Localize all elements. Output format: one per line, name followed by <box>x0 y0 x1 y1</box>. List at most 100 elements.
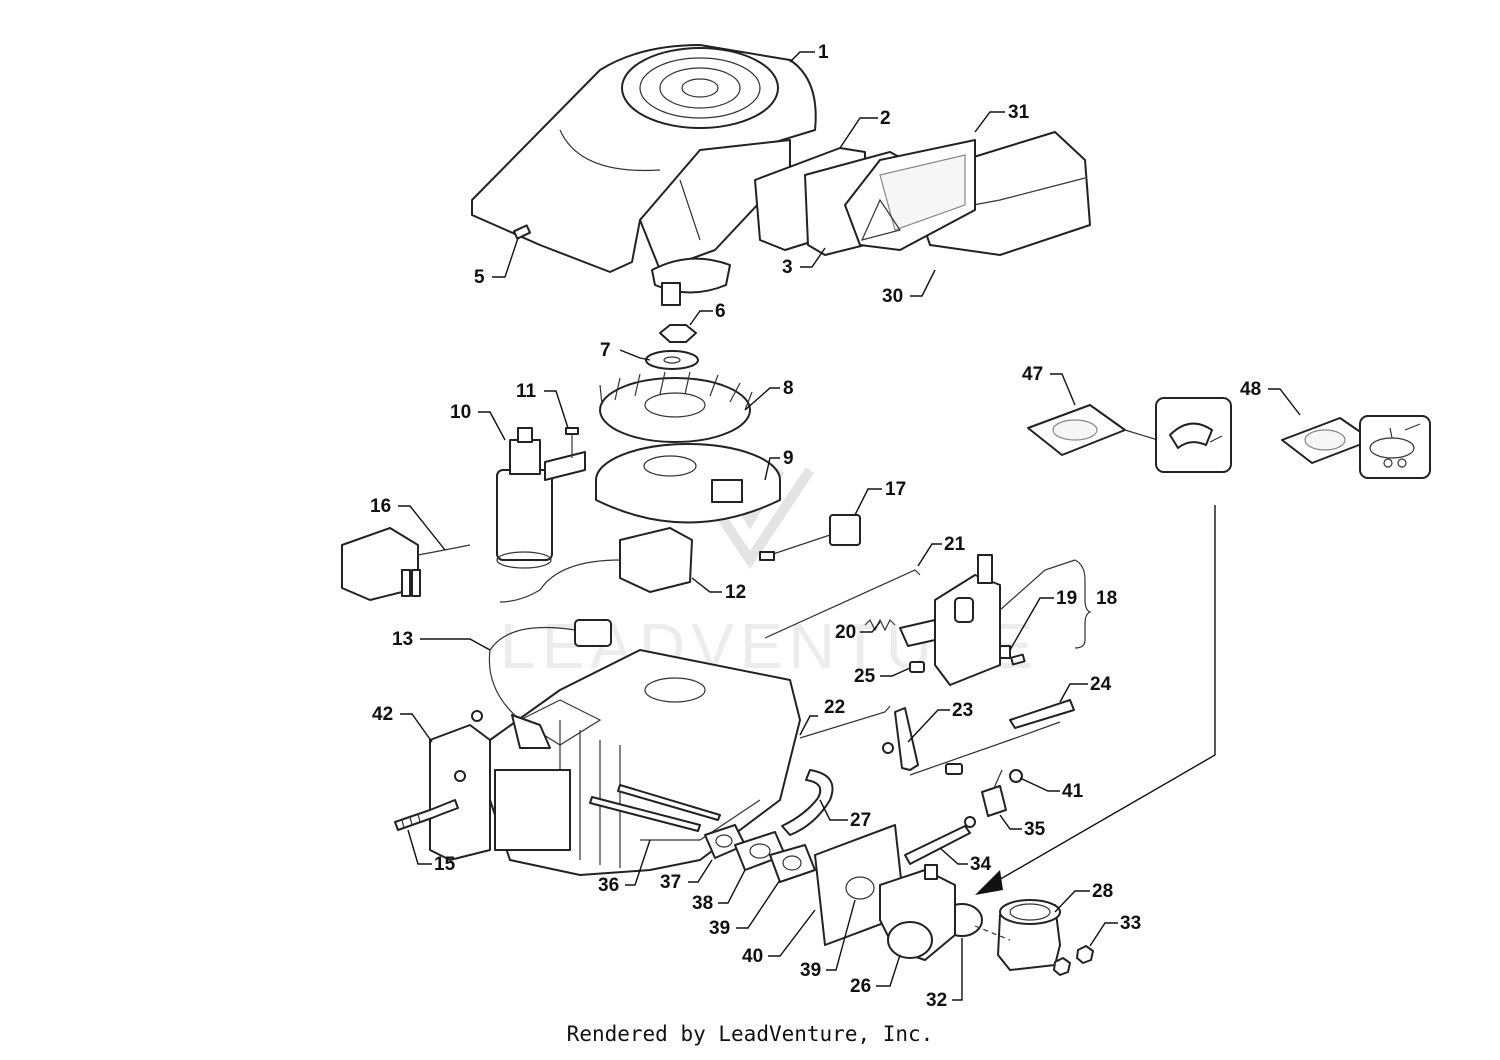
callout-leader-40 <box>768 909 816 957</box>
callout-leader-30 <box>910 269 936 297</box>
starter-bolt[interactable] <box>565 427 579 458</box>
spark-plug-wire[interactable] <box>488 619 612 749</box>
callout-5: 5 <box>474 267 485 288</box>
callout-leader-12 <box>691 577 722 593</box>
screw-19[interactable] <box>1010 653 1026 666</box>
callout-leader-7 <box>619 349 651 361</box>
callout-36: 36 <box>598 875 619 896</box>
screw-5[interactable] <box>512 224 532 240</box>
callout-leader-42 <box>400 713 433 743</box>
callout-leader-6 <box>689 310 713 326</box>
callout-leader-24 <box>1059 683 1088 703</box>
callout-34: 34 <box>970 854 992 875</box>
callout-22: 22 <box>824 697 845 718</box>
carburetor[interactable] <box>879 864 956 961</box>
fuel-shutoff-valve[interactable] <box>981 769 1007 817</box>
callout-leader-5 <box>492 237 519 278</box>
hex-nut-33a[interactable] <box>1053 957 1071 976</box>
callout-leader-11 <box>544 390 569 429</box>
callout-leader-48 <box>1268 388 1301 416</box>
intake-stud[interactable] <box>589 796 701 832</box>
hose-clamp-41[interactable] <box>1009 769 1023 783</box>
callout-27: 27 <box>850 810 871 831</box>
callout-leader-20 <box>860 621 881 633</box>
mounting-bracket[interactable] <box>429 710 491 861</box>
callout-12: 12 <box>725 582 746 603</box>
callout-leader-2 <box>839 117 878 149</box>
blower-housing[interactable] <box>471 44 817 306</box>
callout-leader-37 <box>688 859 713 883</box>
governor-control-bracket[interactable] <box>899 554 1076 686</box>
callout-leader-25 <box>880 667 911 677</box>
callout-38: 38 <box>692 893 713 914</box>
callout-leader-9 <box>764 457 780 481</box>
engine-block[interactable] <box>489 649 801 876</box>
governor-spring-clip[interactable] <box>999 645 1011 659</box>
callout-31: 31 <box>1008 102 1030 123</box>
callout-32: 32 <box>926 990 947 1011</box>
air-intake-adapter[interactable] <box>997 899 1061 971</box>
callout-leader-22 <box>799 715 818 736</box>
callout-23: 23 <box>952 700 973 721</box>
kit-47-package[interactable] <box>1027 397 1232 473</box>
callout-3: 3 <box>782 257 793 278</box>
intake-gasket-39[interactable] <box>769 844 816 883</box>
callout-leader-39 <box>736 879 781 929</box>
choke-link-rod[interactable] <box>799 705 891 739</box>
callout-leader-3 <box>800 247 826 268</box>
callout-35: 35 <box>1024 819 1046 840</box>
callout-17: 17 <box>885 479 906 500</box>
callout-leader-32 <box>952 938 963 1001</box>
callout-leader-36 <box>625 839 651 886</box>
governor-arm[interactable] <box>882 707 963 775</box>
governor-spring[interactable] <box>864 618 896 632</box>
cooling-fan[interactable] <box>599 371 753 443</box>
callout-28: 28 <box>1092 881 1113 902</box>
callout-leader-39 <box>826 899 856 971</box>
wire-harness-connector[interactable] <box>759 514 861 561</box>
callout-leader-41 <box>1019 777 1060 792</box>
fuel-line[interactable] <box>904 825 971 865</box>
callout-42: 42 <box>372 704 393 725</box>
callout-leader-31 <box>974 111 1005 133</box>
callout-leader-13 <box>420 638 491 651</box>
rectifier-regulator[interactable] <box>341 527 471 601</box>
callout-9: 9 <box>783 448 794 469</box>
callout-8: 8 <box>783 378 794 399</box>
callout-26: 26 <box>850 976 871 997</box>
callout-25: 25 <box>854 666 876 687</box>
callout-21: 21 <box>944 534 966 555</box>
ignition-coil[interactable] <box>499 527 693 603</box>
throttle-link-rod[interactable] <box>764 569 921 639</box>
callout-leader-8 <box>744 387 780 411</box>
callout-11: 11 <box>516 381 537 402</box>
flywheel-washer[interactable] <box>645 350 699 370</box>
callout-leader-38 <box>718 869 746 904</box>
intake-stud-37[interactable] <box>617 784 721 821</box>
screw-25[interactable] <box>909 661 925 673</box>
callout-47: 47 <box>1022 364 1043 385</box>
flywheel[interactable] <box>595 443 781 524</box>
callout-leader-15 <box>407 829 432 865</box>
starter-motor[interactable] <box>496 427 586 569</box>
breather-tube[interactable] <box>781 769 834 836</box>
callout-6: 6 <box>715 301 726 322</box>
adjustment-screw[interactable] <box>394 799 459 831</box>
air-filter-base[interactable] <box>844 139 976 251</box>
callout-leader-34 <box>939 847 968 865</box>
hex-nut-33b[interactable] <box>1076 945 1094 964</box>
callout-leader-1 <box>789 51 815 63</box>
flywheel-nut[interactable] <box>659 324 697 343</box>
callout-leader-10 <box>478 411 506 441</box>
callout-leader-27 <box>819 799 848 821</box>
callout-18: 18 <box>1096 588 1117 609</box>
callout-39: 39 <box>709 918 730 939</box>
callout-33: 33 <box>1120 913 1141 934</box>
callout-1: 1 <box>818 42 829 63</box>
kit-48-package[interactable] <box>1281 415 1431 479</box>
governor-link-rod[interactable] <box>909 699 1075 776</box>
hose-clamp-35[interactable] <box>964 816 976 828</box>
kit-location-arrow <box>975 505 1216 895</box>
